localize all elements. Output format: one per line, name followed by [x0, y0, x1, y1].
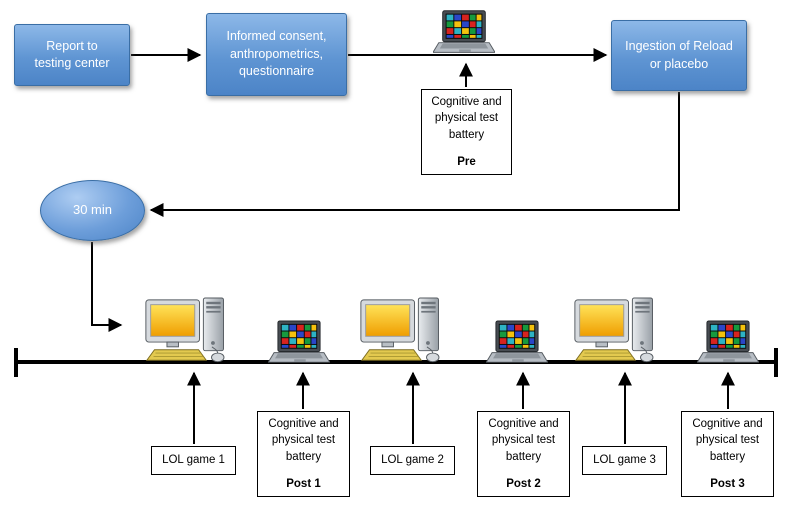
lol-game-1-label: LOL game 1	[162, 454, 225, 467]
lol-game-3-label: LOL game 3	[593, 454, 656, 467]
arrow-wait-to-timeline	[91, 242, 123, 332]
post-1-test-body: Cognitive and physical test battery	[268, 418, 339, 463]
pre-test-phase: Pre	[457, 155, 476, 168]
lol-game-2-box: LOL game 2	[370, 446, 455, 475]
node-wait-label: 30 min	[72, 202, 113, 218]
lol-game-2-label: LOL game 2	[381, 454, 444, 467]
node-report-label: Report to testing center	[34, 38, 110, 71]
desktop-computer-icon	[360, 297, 440, 363]
node-consent-label: Informed consent, anthropometrics, quest…	[226, 29, 327, 79]
post-1-test-phase: Post 1	[286, 477, 321, 490]
post-3-test-box: Cognitive and physical test battery Post…	[681, 411, 774, 497]
laptop-icon	[697, 320, 759, 363]
lol-game-1-box: LOL game 1	[151, 446, 236, 475]
laptop-icon	[433, 10, 495, 53]
pre-test-box: Cognitive and physical test battery Pre	[421, 89, 512, 175]
pre-test-body: Cognitive and physical test battery	[431, 96, 502, 141]
desktop-computer-icon	[574, 297, 654, 363]
node-ingestion: Ingestion of Reload or placebo	[611, 20, 747, 91]
lol-game-3-box: LOL game 3	[582, 446, 667, 475]
post-1-test-box: Cognitive and physical test battery Post…	[257, 411, 350, 497]
node-ingestion-label: Ingestion of Reload or placebo	[625, 39, 733, 71]
laptop-icon	[486, 320, 548, 363]
laptop-icon	[268, 320, 330, 363]
post-2-test-box: Cognitive and physical test battery Post…	[477, 411, 570, 497]
post-2-test-phase: Post 2	[506, 477, 541, 490]
post-2-test-body: Cognitive and physical test battery	[488, 418, 559, 463]
post-3-test-phase: Post 3	[710, 477, 745, 490]
post-3-test-body: Cognitive and physical test battery	[692, 418, 763, 463]
node-report: Report to testing center	[14, 24, 130, 86]
node-wait-30min: 30 min	[40, 180, 145, 241]
node-consent: Informed consent, anthropometrics, quest…	[206, 13, 347, 96]
arrow-ingestion-to-wait	[149, 92, 680, 217]
desktop-computer-icon	[145, 297, 225, 363]
